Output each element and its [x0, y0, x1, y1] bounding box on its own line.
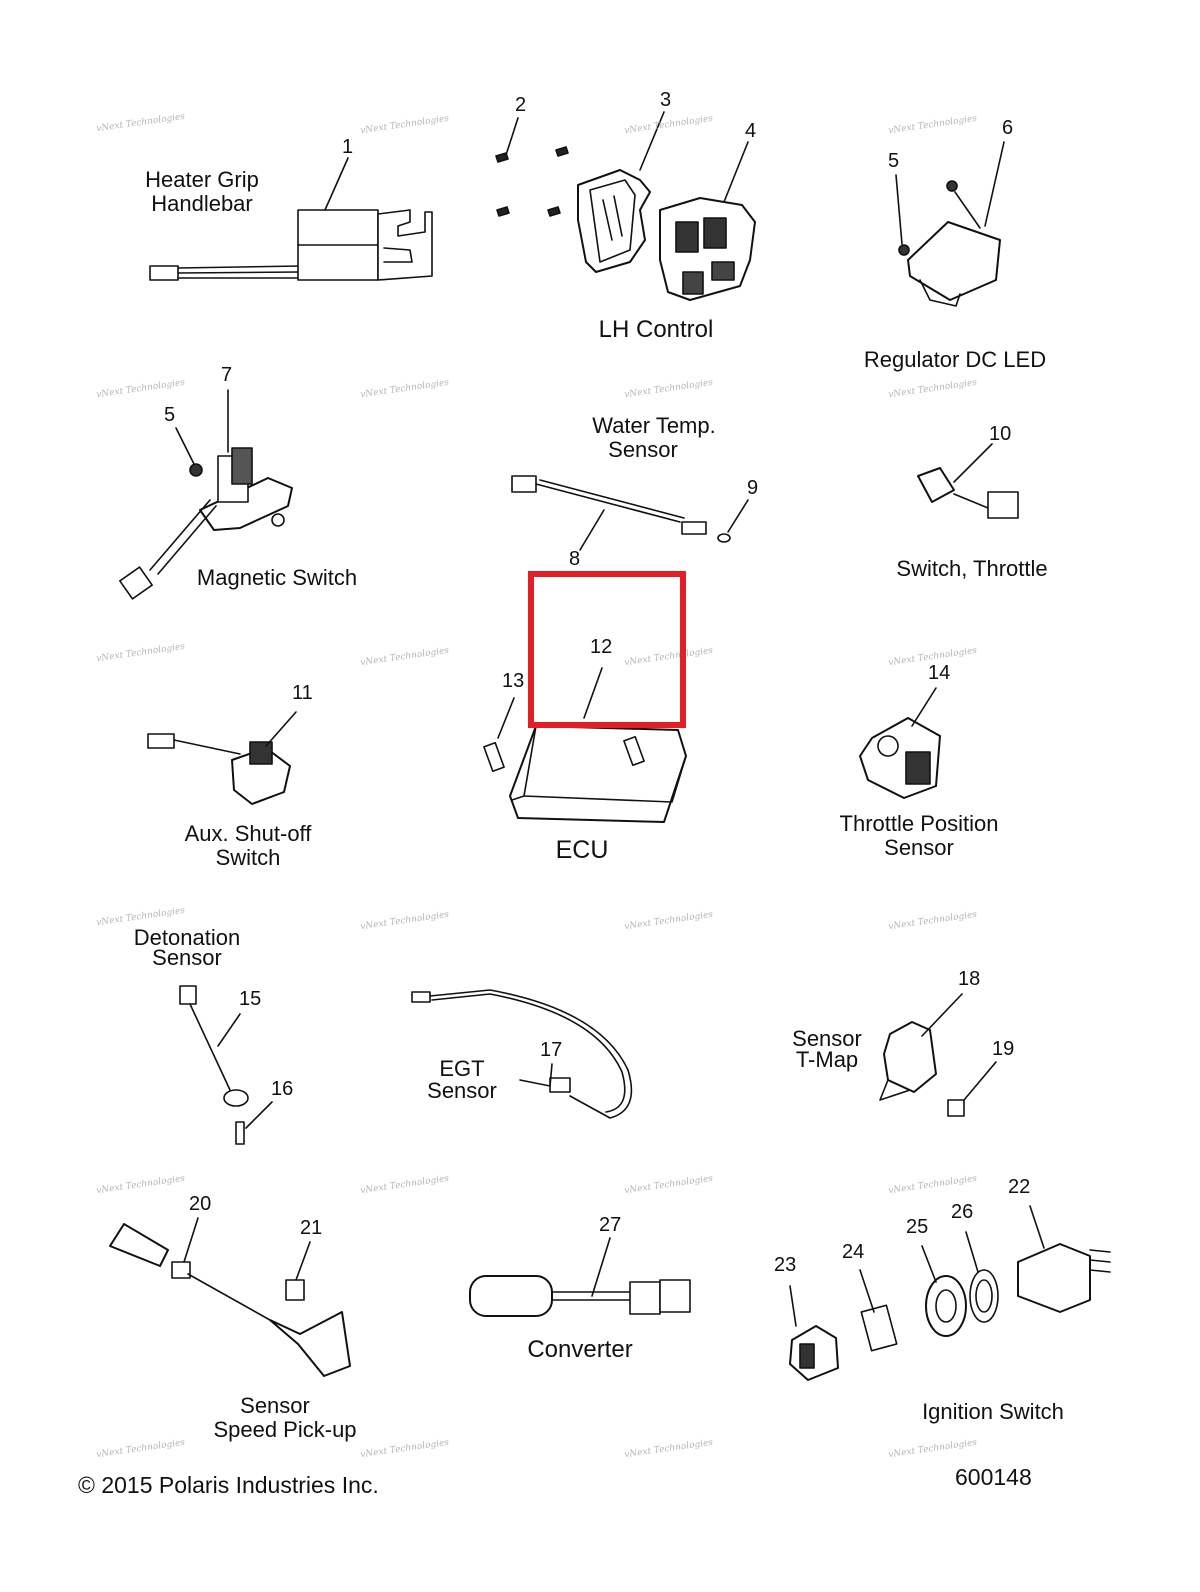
label-line: Aux. Shut-off: [184, 821, 312, 846]
heater-grip-harness: [149, 157, 433, 281]
converter: [469, 1237, 691, 1317]
callout-26: 26: [951, 1201, 974, 1223]
lh-control-housing: [577, 111, 665, 273]
callout-9: 9: [747, 477, 759, 499]
callout-16: 16: [271, 1078, 294, 1100]
label-line: Heater Grip: [145, 167, 259, 192]
throttle-position-sensor: [859, 687, 941, 799]
callout-5: 5: [164, 404, 176, 426]
label-line: Water Temp.: [592, 413, 716, 438]
egt-sensor: [411, 989, 633, 1119]
callout-20: 20: [189, 1193, 212, 1215]
callout-17: 17: [540, 1039, 563, 1061]
callout-5: 5: [888, 150, 900, 172]
callout-10: 10: [989, 423, 1012, 445]
tmap-sensor: [879, 993, 997, 1117]
label-line: Switch: [215, 845, 281, 870]
callout-7: 7: [221, 364, 233, 386]
label-aux-shutoff: Aux. Shut-off Switch: [170, 822, 326, 870]
label-egt: EGT Sensor: [418, 1058, 506, 1102]
callout-3: 3: [660, 89, 672, 111]
label-line: T-Map: [795, 1047, 859, 1072]
label-ignition: Ignition Switch: [922, 1399, 1064, 1424]
label-line: Sensor: [608, 437, 678, 462]
callout-18: 18: [958, 968, 981, 990]
speed-pickup-sensor: [109, 1217, 351, 1377]
label-regulator: Regulator DC LED: [863, 347, 1047, 372]
copyright: © 2015 Polaris Industries Inc.: [78, 1472, 379, 1498]
callout-8: 8: [569, 548, 581, 570]
label-detonation: Detonation Sensor: [122, 925, 252, 970]
label-line: Sensor: [427, 1078, 497, 1103]
regulator: [895, 141, 1005, 307]
label-line: EGT: [439, 1056, 485, 1081]
label-line: Sensor: [240, 1393, 310, 1418]
callout-22: 22: [1008, 1176, 1031, 1198]
label-converter: Converter: [527, 1336, 633, 1363]
callout-23: 23: [774, 1254, 797, 1276]
throttle-switch: [917, 443, 1019, 519]
label-tmap: Sensor T-Map: [782, 1026, 872, 1072]
callout-11: 11: [292, 682, 313, 704]
drawing-number: 600148: [955, 1464, 1032, 1490]
callout-19: 19: [992, 1038, 1015, 1060]
aux-shutoff-switch: [147, 711, 297, 805]
label-lh-control: LH Control: [598, 316, 714, 343]
highlight-box: [528, 571, 686, 728]
label-line: Sensor: [884, 835, 954, 860]
label-magnetic-switch: Magnetic Switch: [196, 565, 358, 590]
label-line: Speed Pick-up: [213, 1417, 357, 1442]
label-line: Sensor: [152, 945, 222, 970]
label-ecu: ECU: [555, 836, 609, 864]
callout-12: 12: [590, 636, 613, 658]
callout-13: 13: [502, 670, 525, 692]
label-line: Throttle Position: [839, 811, 999, 836]
ignition-switch-parts: [789, 1205, 1111, 1381]
callout-6: 6: [1002, 117, 1014, 139]
label-throttle-position: Throttle Position Sensor: [826, 812, 1012, 860]
water-temp-sensor: [511, 475, 749, 551]
detonation-sensor: [179, 985, 273, 1145]
label-switch-throttle: Switch, Throttle: [896, 556, 1048, 581]
callout-15: 15: [239, 988, 262, 1010]
label-heater-grip: Heater Grip Handlebar: [128, 168, 276, 216]
callout-14: 14: [928, 662, 951, 684]
label-line: Sensor: [792, 1026, 862, 1051]
screws-2: [495, 117, 569, 217]
ecu: [483, 667, 687, 823]
callout-27: 27: [599, 1214, 622, 1236]
callout-2: 2: [515, 94, 527, 116]
callout-24: 24: [842, 1241, 865, 1263]
callout-4: 4: [745, 120, 757, 142]
lh-control-switch: [659, 141, 756, 301]
label-line: Detonation: [133, 925, 241, 950]
magnetic-switch: [119, 389, 293, 600]
callout-21: 21: [300, 1217, 323, 1239]
callout-1: 1: [342, 136, 354, 158]
label-water-temp: Water Temp. Sensor: [576, 414, 732, 462]
label-line: Handlebar: [151, 191, 253, 216]
label-speed-pickup: Sensor Speed Pick-up: [196, 1394, 374, 1442]
callout-25: 25: [906, 1216, 929, 1238]
